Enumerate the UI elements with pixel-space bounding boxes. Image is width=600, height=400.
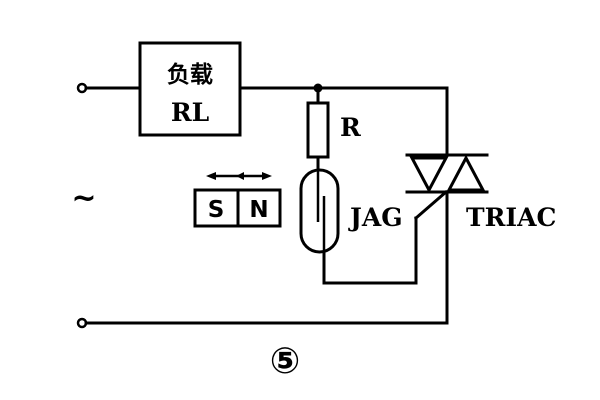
magnet: S N <box>193 172 282 228</box>
reed-switch <box>299 168 418 285</box>
resistor <box>306 86 330 172</box>
resistor-label: R <box>340 113 361 142</box>
bottom-wire <box>84 190 449 325</box>
load-box: 负载 RL <box>138 41 242 137</box>
reed-switch-label: JAG <box>348 203 403 232</box>
magnet-motion-arrows <box>206 172 272 180</box>
load-symbol: RL <box>171 98 210 127</box>
magnet-north-pole: N <box>249 197 268 223</box>
load-name: 负载 <box>167 62 213 88</box>
triac-label: TRIAC <box>466 203 556 232</box>
ac-source-symbol: ~ <box>71 181 96 216</box>
figure-number: ⑤ <box>270 341 300 382</box>
magnet-south-pole: S <box>208 197 225 223</box>
triac-symbol <box>405 153 489 221</box>
top-wire <box>84 86 449 157</box>
